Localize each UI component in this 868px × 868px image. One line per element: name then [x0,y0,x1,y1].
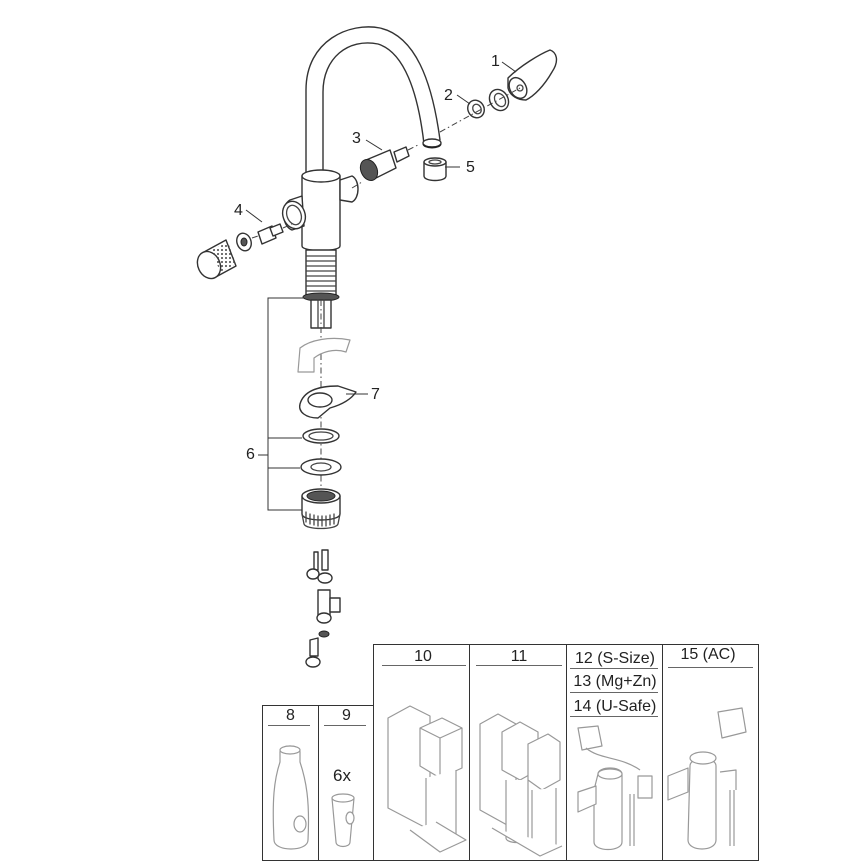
mounting-shim [297,337,351,373]
item-10-chiller [387,705,467,853]
cell-10-label: 10 [414,648,432,665]
item-11-chiller-double [479,713,563,857]
callout-4: 4 [234,202,243,219]
supply-connections [305,549,341,668]
item-8-bottle [272,745,310,850]
cell-8 [262,705,319,861]
mounting-nut [301,488,341,530]
callout-2: 2 [444,87,453,104]
part-5-aerator [423,157,447,182]
cell-11-label: 11 [510,648,528,665]
item-15-filter-ac [667,707,747,850]
cell-12-label: 12 (S-Size) [574,650,656,667]
cell-14-label: 14 (U-Safe) [573,698,657,715]
callout-1: 1 [491,53,500,70]
cell-10 [373,644,470,861]
callout-5: 5 [466,159,475,176]
part-7-plate [299,385,357,419]
part-1-lever [507,49,558,101]
cell-15-label: 15 (AC) [680,646,736,663]
cell-9-label: 9 [342,707,351,724]
washer-2 [300,458,342,476]
cell-8-label: 8 [286,707,295,724]
cell-15 [662,644,759,861]
cell-11 [469,644,567,861]
faucet-spout [305,26,442,181]
part-4-valve [236,223,284,252]
callout-7: 7 [371,386,380,403]
callout-6: 6 [246,446,255,463]
part-2-rings [467,88,510,119]
item-12-14-filter-usafe [577,725,653,851]
faucet-body [281,169,359,329]
washer-1 [302,428,340,444]
callout-3: 3 [352,130,361,147]
cell-9-quantity: 6x [333,766,351,785]
part-3-cartridge [359,146,410,182]
cell-13-label: 13 (Mg+Zn) [573,673,657,690]
side-knob [196,239,237,280]
item-9-glass [331,793,355,848]
